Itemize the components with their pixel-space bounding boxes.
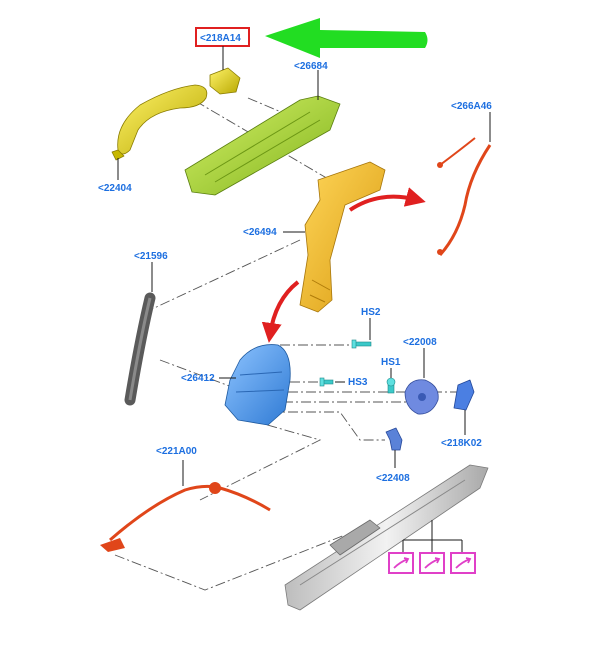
callout-21596[interactable]: <21596: [134, 251, 168, 262]
arrow-pointer-icon: [265, 18, 428, 58]
callout-HS1[interactable]: HS1: [381, 357, 401, 368]
door-latch-part[interactable]: [219, 344, 291, 426]
callout-26684[interactable]: <26684: [294, 61, 328, 72]
weatherstrip-part[interactable]: [124, 262, 156, 406]
callout-HS3[interactable]: HS3: [348, 377, 368, 388]
handle-cap-part[interactable]: [209, 46, 241, 95]
callout-218A14[interactable]: <218A14: [200, 33, 241, 44]
callout-22404[interactable]: <22404: [98, 183, 132, 194]
screw-hs2-part[interactable]: [351, 318, 372, 349]
callout-26494[interactable]: <26494: [243, 227, 277, 238]
rod-clip-part[interactable]: [385, 427, 403, 468]
callout-26412[interactable]: <26412: [181, 373, 215, 384]
assembly-lines: [114, 91, 460, 591]
screw-hs1-part[interactable]: [386, 368, 396, 394]
callout-221A00[interactable]: <221A00: [156, 446, 197, 457]
callout-218K02[interactable]: <218K02: [441, 438, 482, 449]
latch-rod-part[interactable]: [283, 161, 386, 313]
handle-bracket-part[interactable]: [184, 70, 341, 196]
callout-266A46[interactable]: <266A46: [451, 101, 492, 112]
inside-handle-cable-part[interactable]: [100, 460, 271, 552]
door-trim-panel-part[interactable]: [284, 464, 489, 611]
exterior-handle-part[interactable]: [111, 84, 208, 180]
lock-bracket-part[interactable]: [404, 348, 439, 415]
callout-22408[interactable]: <22408: [376, 473, 410, 484]
screw-hs3-part[interactable]: [319, 377, 345, 387]
flow-arrow-icon: [261, 187, 426, 343]
reference-symbol-icon[interactable]: [388, 552, 476, 574]
latch-cover-part[interactable]: [453, 379, 475, 435]
callout-22008[interactable]: <22008: [403, 337, 437, 348]
handle-cable-part[interactable]: [437, 112, 492, 257]
callout-HS2[interactable]: HS2: [361, 307, 381, 318]
